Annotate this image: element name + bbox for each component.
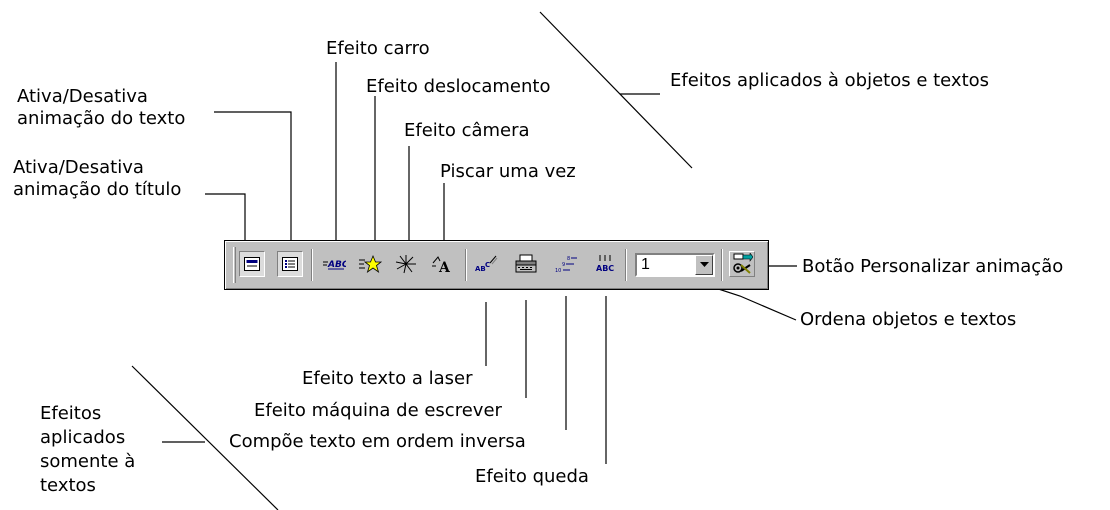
toolbar-separator (465, 249, 467, 281)
laser-text-effect-button[interactable]: AB C (473, 251, 499, 277)
label-efeitos-objetos: Efeitos aplicados à objetos e textos (670, 70, 990, 91)
toolbar-separator (311, 249, 313, 281)
toolbar-separator (721, 249, 723, 281)
svg-text:10: 10 (555, 268, 561, 274)
label-efeito-laser: Efeito texto a laser (302, 368, 473, 389)
label-ordena: Ordena objetos e textos (800, 309, 1017, 330)
label-botao-personalizar: Botão Personalizar animação (802, 256, 1064, 277)
drive-in-icon: ABC (323, 260, 346, 270)
svg-text:8: 8 (567, 256, 570, 262)
drop-in-icon: ABC (596, 255, 614, 273)
animate-text-button[interactable] (277, 251, 303, 277)
text-animation-icon (282, 257, 298, 271)
animate-title-button[interactable] (239, 251, 265, 277)
flash-once-icon: A (432, 256, 451, 274)
reverse-order-icon: 8 9 10 (555, 256, 577, 274)
laser-text-icon: AB C (475, 255, 498, 273)
animation-effects-toolbar: ABC A (224, 240, 769, 290)
svg-text:9: 9 (562, 262, 565, 268)
svg-text:C: C (485, 261, 490, 269)
flash-once-effect-button[interactable]: A (429, 251, 455, 277)
label-efeito-carro: Efeito carro (326, 38, 430, 59)
toolbar-grip[interactable] (233, 247, 236, 283)
fly-star-icon (359, 254, 382, 274)
svg-text:ABC: ABC (327, 260, 346, 270)
animation-order-value: 1 (641, 256, 650, 273)
svg-text:A: A (438, 260, 451, 274)
chevron-down-icon[interactable] (695, 255, 713, 275)
label-efeito-deslocamento: Efeito deslocamento (366, 76, 551, 97)
label-efeito-camera: Efeito câmera (404, 120, 530, 141)
camera-icon (395, 255, 416, 274)
label-ordem-inversa: Compõe texto em ordem inversa (229, 431, 526, 452)
divider-line-top (539, 11, 693, 169)
divider-line-bottom (131, 365, 279, 510)
label-ativa-titulo: Ativa/Desativa animação do título (13, 157, 182, 200)
title-animation-icon (244, 257, 260, 271)
custom-animation-button[interactable] (729, 251, 755, 277)
drop-in-effect-button[interactable]: ABC (593, 251, 619, 277)
animation-order-select[interactable]: 1 (635, 253, 715, 277)
label-efeitos-textos: Efeitos aplicados somente à textos (40, 403, 136, 496)
label-efeito-queda: Efeito queda (475, 466, 589, 487)
typewriter-effect-button[interactable] (513, 251, 539, 277)
camera-effect-button[interactable] (393, 251, 419, 277)
label-efeito-maquina: Efeito máquina de escrever (254, 400, 502, 421)
fly-effect-button[interactable] (357, 251, 383, 277)
reverse-order-effect-button[interactable]: 8 9 10 (553, 251, 579, 277)
label-ativa-texto: Ativa/Desativa animação do texto (17, 86, 186, 129)
svg-text:ABC: ABC (596, 264, 614, 273)
drive-in-effect-button[interactable]: ABC (321, 251, 347, 277)
label-piscar: Piscar uma vez (440, 161, 576, 182)
toolbar-separator (625, 249, 627, 281)
svg-text:AB: AB (475, 265, 486, 273)
typewriter-icon (515, 254, 537, 273)
custom-animation-icon (733, 253, 753, 274)
